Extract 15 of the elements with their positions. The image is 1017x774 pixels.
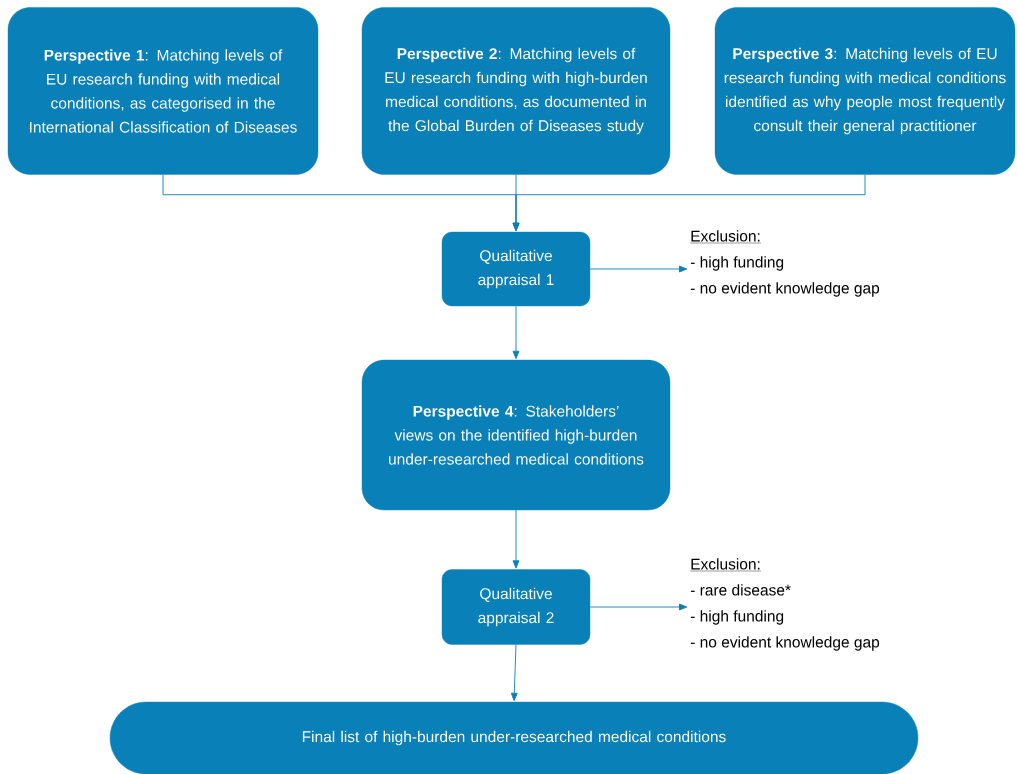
exclusion-list: Exclusion: - high funding - no evident knowledge gap <box>690 230 880 297</box>
arrow <box>510 644 518 702</box>
process-box: Qualitative appraisal 2 <box>441 569 591 645</box>
arrow <box>512 509 520 569</box>
process-box: Perspective 3: Matching levels of EU research funding with medical conditions identified as why people most frequently consult their general practitioner <box>714 7 1016 175</box>
arrow <box>589 265 688 273</box>
arrow <box>589 603 688 611</box>
arrow <box>512 305 520 359</box>
process-box: Perspective 1: Matching levels of EU research funding with medical conditions, as categorised in the International Classification of Diseases <box>7 7 319 175</box>
exclusion-list: Exclusion: - rare disease* - high funding - no evident knowledge gap <box>690 558 880 651</box>
arrow <box>512 174 866 231</box>
process-box: Perspective 2: Matching levels of EU research funding with high-burden medical conditions, as documented in the Global Burden of Diseases study <box>361 7 671 175</box>
process-box: Qualitative appraisal 1 <box>441 231 591 307</box>
process-box: Perspective 4: Stakeholders’ views on the identified high-burden under-researched medical conditions <box>361 359 671 511</box>
process-box: Final list of high-burden under-researched medical conditions <box>109 701 919 774</box>
